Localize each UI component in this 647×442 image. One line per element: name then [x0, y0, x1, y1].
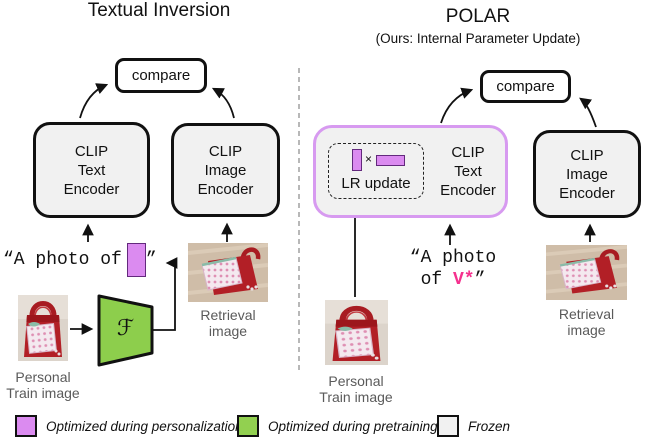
compare-label-right: compare: [496, 78, 555, 95]
compare-label-left: compare: [131, 67, 191, 84]
clip-text-encoder-left-line2: Text: [77, 161, 106, 179]
retrieval-label-line1: Retrieval: [200, 307, 256, 323]
clip-text-encoder-right: CLIP Text Encoder: [428, 128, 508, 215]
pseudo-token-vstar: V*: [452, 270, 475, 290]
retrieval-label-line1: Retrieval: [558, 306, 615, 322]
prompt-right-line1: “A photo: [409, 248, 497, 268]
legend-swatch-pretraining: [237, 415, 259, 437]
prompt-left-closing-quote: ”: [145, 250, 157, 270]
clip-text-encoder-left-line1: CLIP: [74, 142, 109, 160]
right-panel-subtitle: (Ours: Internal Parameter Update): [375, 31, 581, 46]
polar-text-encoder-box: × LR update CLIP Text Encoder: [313, 125, 508, 218]
clip-image-encoder-right: CLIP Image Encoder: [533, 130, 641, 218]
clip-text-encoder-left-line3: Encoder: [63, 180, 120, 198]
pseudo-token-rect: [126, 243, 146, 277]
personal-train-image-label-right: Personal Train image: [300, 373, 412, 405]
clip-image-encoder-left: CLIP Image Encoder: [171, 123, 280, 217]
lora-row-rect: [376, 155, 405, 166]
legend-item-pretraining: Optimized during pretraining: [237, 415, 438, 437]
left-panel-title: Textual Inversion: [87, 0, 231, 21]
prompt-right: “A photo of V*”: [393, 247, 513, 291]
clip-image-encoder-left-line1: CLIP: [208, 142, 243, 160]
arrow-image-encoder-to-compare-right: [579, 97, 597, 128]
legend-label-personalization: Optimized during personalization: [46, 418, 243, 434]
legend-item-personalization: Optimized during personalization: [15, 415, 243, 437]
compare-box-left: compare: [115, 58, 207, 93]
prompt-left-text: “A photo of: [3, 250, 122, 270]
arrow-text-encoder-to-compare-left: [79, 83, 109, 119]
personal-train-image-label-left: Personal Train image: [0, 369, 99, 401]
clip-image-encoder-right-line3: Encoder: [559, 184, 615, 202]
legend-swatch-frozen: [437, 415, 459, 437]
personal-train-image-right: [325, 300, 388, 365]
retrieval-image-right: [546, 245, 627, 300]
legend-item-frozen: Frozen: [437, 415, 511, 437]
clip-image-encoder-left-line3: Encoder: [197, 180, 254, 198]
lora-vector-rect: [352, 149, 362, 171]
prompt-right-line2-prefix: of: [420, 270, 453, 290]
legend-label-frozen: Frozen: [468, 418, 511, 434]
clip-image-encoder-left-line2: Image: [204, 161, 247, 179]
right-panel-title: POLAR: [445, 6, 511, 27]
multiply-symbol: ×: [365, 152, 373, 166]
personal-label-line2: Train image: [6, 385, 80, 401]
compare-box-right: compare: [480, 70, 571, 103]
retrieval-image-label-left: Retrieval image: [188, 307, 268, 339]
prompt-right-closing-quote: ”: [474, 270, 486, 290]
prompt-left: “A photo of ”: [3, 242, 157, 278]
retrieval-image-left: [188, 243, 268, 302]
retrieval-label-line2: image: [567, 322, 606, 338]
clip-image-encoder-right-line1: CLIP: [570, 146, 604, 164]
retrieval-image-label-right: Retrieval image: [546, 306, 627, 338]
mapper-function-symbol: ℱ: [116, 316, 135, 341]
retrieval-label-line2: image: [208, 323, 248, 339]
clip-text-encoder-right-line1: CLIP: [451, 144, 485, 161]
personal-train-image-left: [18, 295, 68, 361]
lr-update-box: × LR update: [328, 143, 424, 199]
clip-text-encoder-left: CLIP Text Encoder: [33, 122, 150, 218]
prompt-right-line2: of V*”: [393, 269, 513, 291]
personal-label-line1: Personal: [15, 369, 71, 385]
clip-text-encoder-right-line2: Text: [454, 163, 482, 180]
lr-update-label: LR update: [341, 175, 411, 192]
legend-swatch-personalization: [15, 415, 37, 437]
personal-label-line2: Train image: [319, 389, 393, 405]
legend-label-pretraining: Optimized during pretraining: [268, 418, 438, 434]
arrow-image-encoder-to-compare-left: [211, 87, 235, 119]
personal-label-line1: Personal: [328, 373, 384, 389]
arrow-polar-encoder-to-compare-right: [440, 87, 474, 124]
clip-text-encoder-right-line3: Encoder: [440, 182, 496, 199]
clip-image-encoder-right-line2: Image: [566, 165, 608, 183]
